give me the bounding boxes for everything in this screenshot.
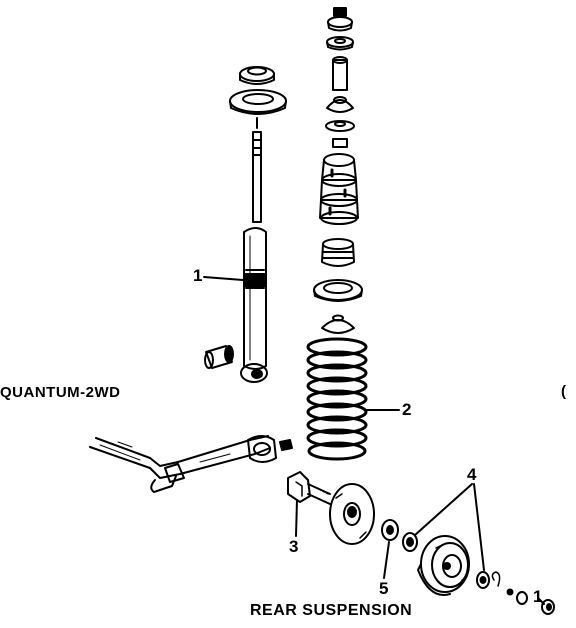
shock-body xyxy=(243,227,267,370)
top-nut xyxy=(327,7,353,32)
inner-bearing xyxy=(402,532,418,552)
spring-stack xyxy=(306,7,368,461)
callout-5-seal: 5 xyxy=(379,579,389,598)
shock-lower-eye xyxy=(240,363,268,383)
upper-mount-washer xyxy=(239,66,275,85)
outer-bearing-set xyxy=(476,571,555,615)
strut-washer xyxy=(325,120,355,132)
cropped-edge-text: ( xyxy=(561,383,566,400)
lower-bump-stop xyxy=(321,238,355,267)
strut-upper-mount xyxy=(326,96,354,113)
spring-pad xyxy=(321,314,355,334)
dust-boot xyxy=(319,153,359,225)
callout-2-coil-spring: 2 xyxy=(402,400,412,419)
model-label: QUANTUM-2WD xyxy=(0,384,121,401)
grease-seal xyxy=(381,519,399,541)
callout-5-leader xyxy=(383,541,390,579)
diagram-caption: REAR SUSPENSION xyxy=(250,602,413,619)
upper-spring-seat xyxy=(313,279,363,302)
backing-plate xyxy=(329,483,375,545)
brake-drum xyxy=(417,535,470,596)
callout-1-shock-absorber: 1 xyxy=(193,266,203,285)
bushing xyxy=(204,345,234,369)
spacer-sleeve xyxy=(332,56,348,91)
callout-3-leader xyxy=(295,499,298,537)
callout-4-leader-a xyxy=(414,483,473,536)
piston-rod xyxy=(252,131,262,223)
small-bump-stop xyxy=(332,138,348,148)
stub-axle xyxy=(287,471,331,505)
upper-mount-plate xyxy=(229,89,287,115)
callout-4-leader-b xyxy=(473,483,485,571)
shock-absorber-assembly xyxy=(204,66,287,383)
top-washer xyxy=(326,36,354,51)
callout-3-stub-axle: 3 xyxy=(289,537,299,556)
rear-axle-beam xyxy=(89,435,293,493)
coil-spring xyxy=(306,337,368,461)
callout-1-cap: 1 xyxy=(533,587,543,606)
callout-4-bearings: 4 xyxy=(467,465,477,484)
callout-1b-leader xyxy=(537,597,545,605)
callout-1-leader xyxy=(203,276,244,281)
